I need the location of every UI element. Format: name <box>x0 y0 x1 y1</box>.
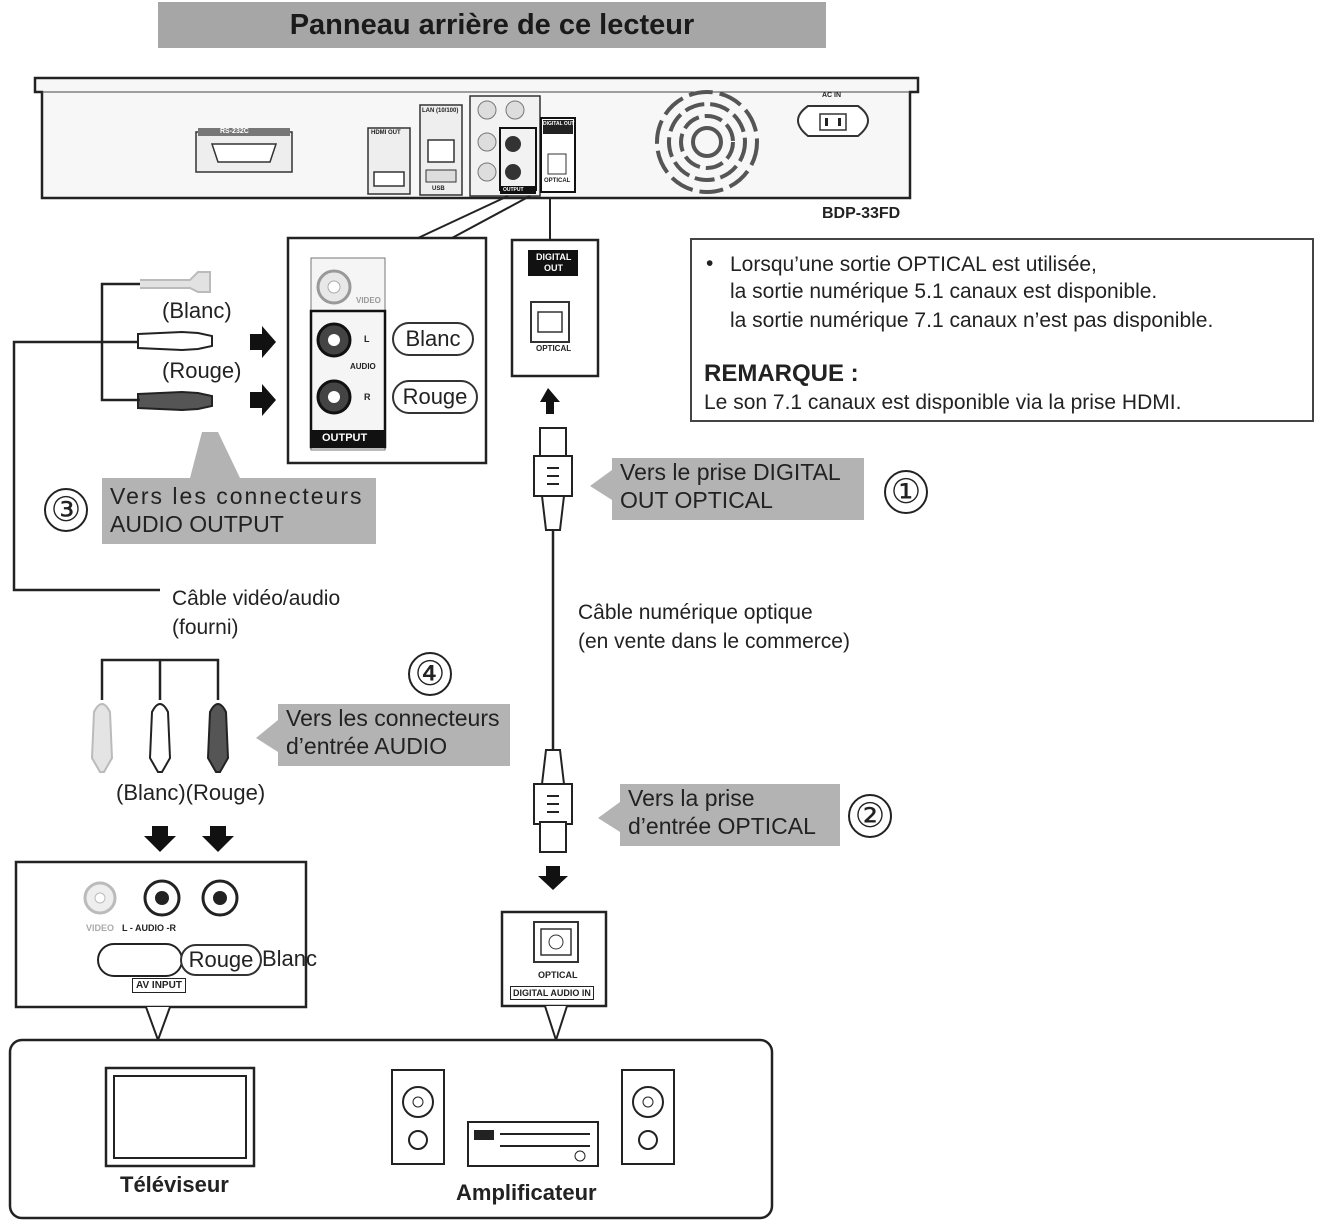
ac-in-label: AC IN <box>822 92 842 99</box>
digital-audio-in-label: DIGITAL AUDIO IN <box>510 986 594 1000</box>
av-input-label: AV INPUT <box>132 978 186 993</box>
detail-output-label: OUTPUT <box>322 432 368 444</box>
rs232-label: RS-232C <box>220 128 249 135</box>
top-plug-rouge-label: (Rouge) <box>162 358 242 383</box>
step-2-number: ② <box>848 794 892 838</box>
note-box <box>690 238 1314 422</box>
optical-cable <box>533 388 573 890</box>
detail-blanc-pill: Blanc <box>392 322 474 356</box>
player-optical-label: OPTICAL <box>544 178 571 184</box>
player-rear-panel <box>33 76 920 200</box>
remark-text: Le son 7.1 canaux est disponible via la … <box>704 391 1182 414</box>
optical-detail-out-label: OUT <box>544 263 563 273</box>
detail-rouge-pill: Rouge <box>392 380 478 414</box>
step-3-number: ③ <box>44 488 88 532</box>
tv-audio-label: L - AUDIO -R <box>122 923 176 933</box>
detail-l-label: L <box>364 334 370 344</box>
output-detail-panel <box>286 236 488 465</box>
tv-label: Téléviseur <box>120 1172 229 1197</box>
note-line-2: la sortie numérique 5.1 canaux est dispo… <box>730 280 1158 303</box>
amplifier-label: Amplificateur <box>456 1180 597 1205</box>
player-digital-out-label: DIGITAL OUT <box>543 121 575 127</box>
step-4-number: ④ <box>408 652 452 696</box>
amplifier-icon <box>467 1121 599 1167</box>
usb-label: USB <box>432 186 445 192</box>
tv-blanc-label: Blanc <box>262 946 318 971</box>
bottom-rca-plugs <box>90 658 234 852</box>
step-1-number: ① <box>884 470 928 514</box>
optical-detail-optical-label: OPTICAL <box>536 344 572 353</box>
av-cable-label-2: (fourni) <box>172 616 239 639</box>
step-4-callout: Vers les connecteurs d’entrée AUDIO <box>278 704 510 766</box>
detail-audio-label: AUDIO <box>350 362 376 371</box>
remark-title: REMARQUE : <box>704 360 859 387</box>
amp-input-panel <box>500 910 608 1044</box>
step-2-callout: Vers la prise d’entrée OPTICAL <box>620 784 840 846</box>
player-output-label: OUTPUT <box>503 187 524 193</box>
note-line-1: Lorsqu’une sortie OPTICAL est utilisée, <box>730 253 1097 276</box>
av-cable-label-1: Câble vidéo/audio <box>172 587 341 610</box>
amp-optical-label: OPTICAL <box>538 970 578 980</box>
tv-icon <box>104 1066 256 1168</box>
top-rca-plugs <box>12 271 276 592</box>
optical-detail-digital-label: DIGITAL <box>536 252 572 262</box>
step-2-line-1: Vers la prise <box>628 785 755 811</box>
detail-video-label: VIDEO <box>356 296 381 305</box>
optical-detail-panel <box>510 198 600 378</box>
step-3-line-1: Vers les connecteurs <box>110 483 364 509</box>
hdmi-label: HDMI OUT <box>371 130 401 136</box>
step-1-line-2: OUT OPTICAL <box>620 487 773 513</box>
step-1-line-1: Vers le prise DIGITAL <box>620 459 841 485</box>
devices-box <box>8 1038 774 1220</box>
fan-vent <box>655 90 759 194</box>
bottom-plugs-label: (Blanc)(Rouge) <box>116 780 266 805</box>
note-line-3: la sortie numérique 7.1 canaux n’est pas… <box>730 309 1214 332</box>
note-bullet: • <box>706 252 714 275</box>
optical-cable-label-1: Câble numérique optique <box>578 601 813 624</box>
player-model: BDP-33FD <box>822 205 901 222</box>
optical-cable-label-2: (en vente dans le commerce) <box>578 630 850 653</box>
tv-video-label: VIDEO <box>86 923 115 933</box>
tv-rouge-pill: Rouge <box>180 944 262 976</box>
page-title: Panneau arrière de ce lecteur <box>158 2 826 48</box>
step-4-line-1: Vers les connecteurs <box>286 705 500 731</box>
step-1-callout: Vers le prise DIGITAL OUT OPTICAL <box>612 458 864 520</box>
step-3-line-2: AUDIO OUTPUT <box>110 511 284 537</box>
step-4-line-2: d’entrée AUDIO <box>286 733 448 759</box>
top-plug-blanc-label: (Blanc) <box>162 298 232 323</box>
lan-label: LAN (10/100) <box>422 108 459 114</box>
step-3-callout: Vers les connecteurs AUDIO OUTPUT <box>102 478 376 544</box>
detail-r-label: R <box>364 392 371 402</box>
step-2-line-2: d’entrée OPTICAL <box>628 813 816 839</box>
